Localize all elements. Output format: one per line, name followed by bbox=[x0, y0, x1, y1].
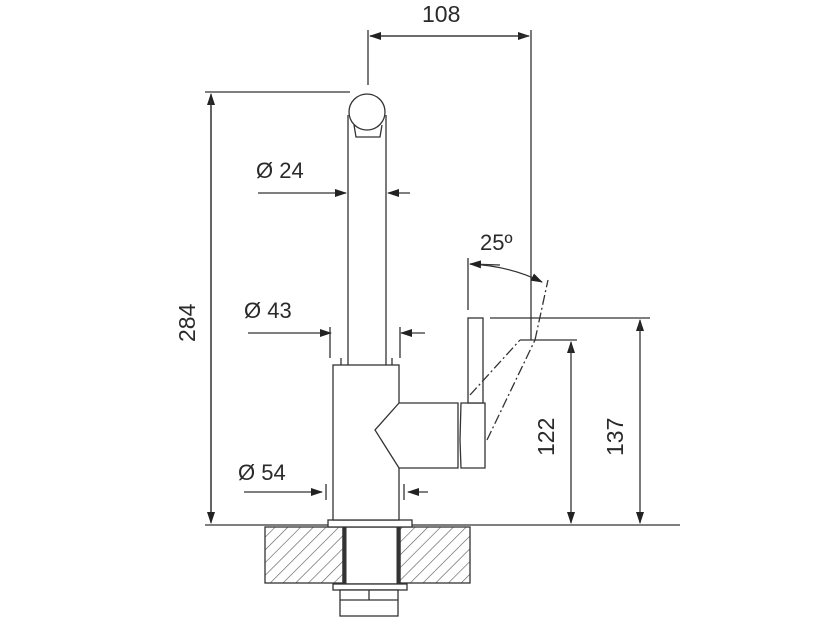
dim-lever-angle: 25º bbox=[480, 230, 513, 255]
dim-body-diameter: Ø 43 bbox=[244, 298, 292, 323]
dim-lever-height-tilted: 122 bbox=[533, 417, 559, 456]
dim-spout-diameter: Ø 24 bbox=[256, 158, 304, 183]
dim-base-diameter: Ø 54 bbox=[238, 460, 286, 485]
counter-hatch-left bbox=[264, 526, 344, 584]
counter-hatch-right bbox=[399, 526, 471, 584]
dim-lever-height: 137 bbox=[602, 417, 628, 456]
dim-total-height: 284 bbox=[174, 303, 200, 342]
dim-spout-reach: 108 bbox=[422, 1, 461, 27]
